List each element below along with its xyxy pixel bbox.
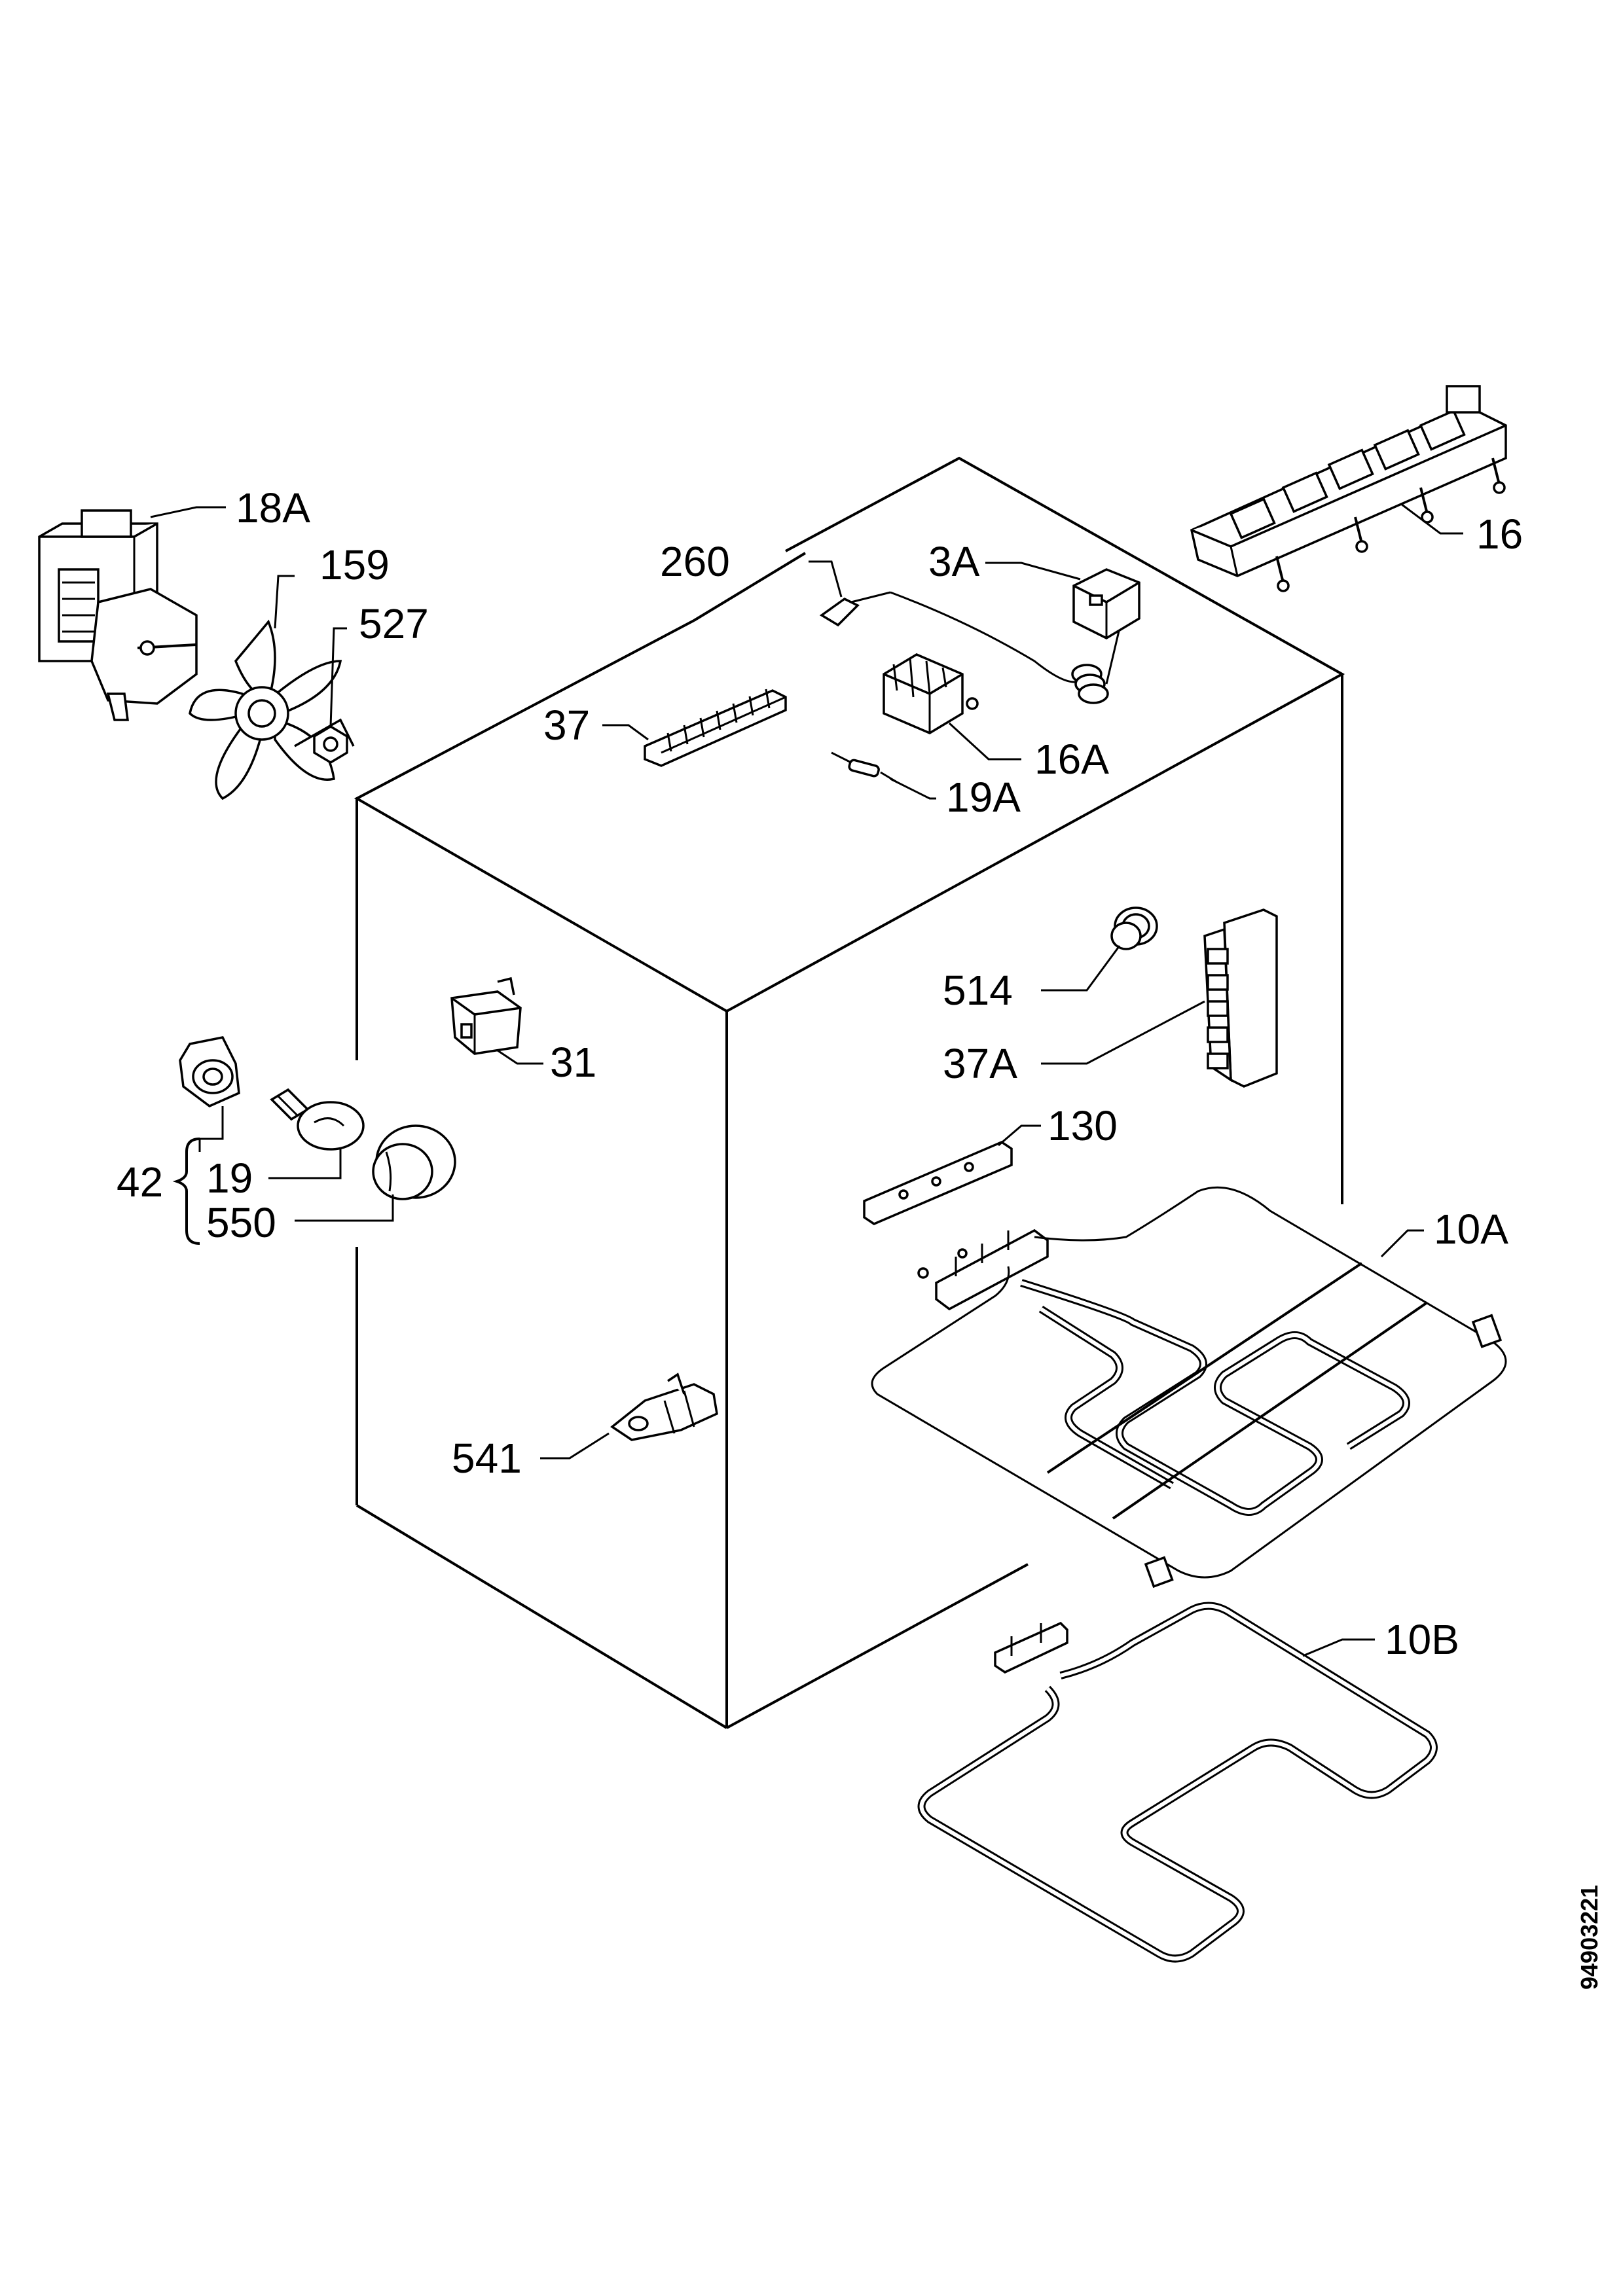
callout-37: 37 <box>543 702 590 749</box>
grill-element-icon <box>871 1186 1507 1588</box>
callout-37a: 37A <box>943 1040 1017 1087</box>
grommet-icon <box>1110 906 1158 950</box>
door-switch-icon <box>450 977 522 1055</box>
bottom-element-icon <box>917 1602 1438 1963</box>
gasket-plate-icon <box>863 1141 1013 1225</box>
cable-clamp-icon <box>610 1372 718 1441</box>
callout-19: 19 <box>206 1155 253 1202</box>
callout-527: 527 <box>359 600 429 647</box>
callout-42: 42 <box>117 1158 163 1206</box>
fuse-icon <box>831 751 898 783</box>
relay-icon <box>883 653 979 734</box>
callout-19a: 19A <box>946 774 1021 821</box>
thermostat-probe-icon <box>819 591 1081 683</box>
thermostat-coil-icon <box>1071 628 1121 704</box>
fan-blade-icon <box>189 619 355 800</box>
lamp-bulb-icon <box>270 1088 365 1151</box>
terminal-block-icon <box>644 689 787 767</box>
callout-10a: 10A <box>1434 1206 1508 1253</box>
lamp-glass-icon <box>372 1124 456 1200</box>
callout-130: 130 <box>1048 1102 1118 1149</box>
nut-icon <box>313 725 348 764</box>
callout-10b: 10B <box>1385 1616 1459 1663</box>
thermostat-icon <box>1072 568 1140 639</box>
callout-550: 550 <box>206 1199 276 1246</box>
oven-cabinet <box>354 456 1345 1729</box>
callout-541: 541 <box>452 1435 522 1482</box>
selector-switch-icon <box>1190 385 1507 592</box>
callout-514: 514 <box>943 967 1013 1014</box>
callout-16: 16 <box>1476 511 1523 558</box>
callout-3a: 3A <box>928 538 980 585</box>
document-number: 94903221 <box>1576 1885 1603 1990</box>
lamp-holder-icon <box>179 1036 240 1108</box>
callout-16a: 16A <box>1034 736 1109 783</box>
callout-260: 260 <box>660 538 730 585</box>
fan-motor-icon <box>38 509 198 721</box>
callout-31: 31 <box>550 1039 596 1086</box>
callout-159: 159 <box>319 541 390 588</box>
terminal-strip-icon <box>1203 908 1278 1088</box>
callout-18a: 18A <box>236 484 310 531</box>
lamp-group-brace <box>172 1138 200 1245</box>
